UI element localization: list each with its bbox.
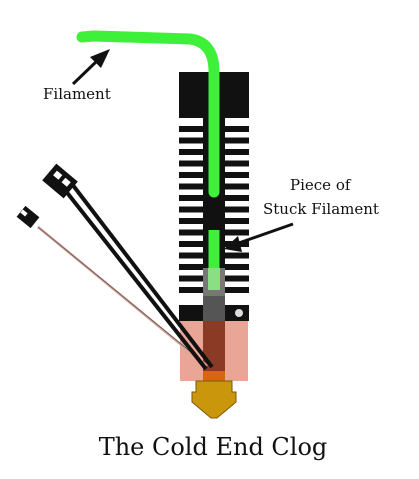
wire-red-edge (37, 226, 204, 363)
wire-black-2 (70, 182, 214, 369)
filament-label: Filament (43, 85, 111, 103)
filament (76, 30, 220, 198)
caption: The Cold End Clog (99, 433, 328, 461)
heatsink-fin (179, 218, 249, 224)
connector-icon (42, 163, 78, 199)
wire-black-1 (63, 188, 208, 371)
thermistor-wires (16, 205, 208, 367)
stuck-label-line2: Stuck Filament (263, 200, 379, 218)
heater-wires (42, 163, 214, 371)
stuck-label-line1: Piece of (290, 176, 352, 194)
nozzle (191, 380, 237, 419)
connector-icon (16, 205, 40, 229)
nozzle-throat (203, 371, 225, 381)
heatsink-fin (179, 195, 249, 201)
arrow-icon (224, 222, 294, 252)
arrow-icon (71, 49, 110, 86)
stuck-filament-in-throat (208, 268, 220, 290)
heatsink-fin (179, 206, 249, 213)
heat-break (203, 321, 225, 371)
screw-icon (235, 309, 243, 317)
throat-lower (203, 296, 225, 322)
connector-pin (20, 209, 28, 217)
